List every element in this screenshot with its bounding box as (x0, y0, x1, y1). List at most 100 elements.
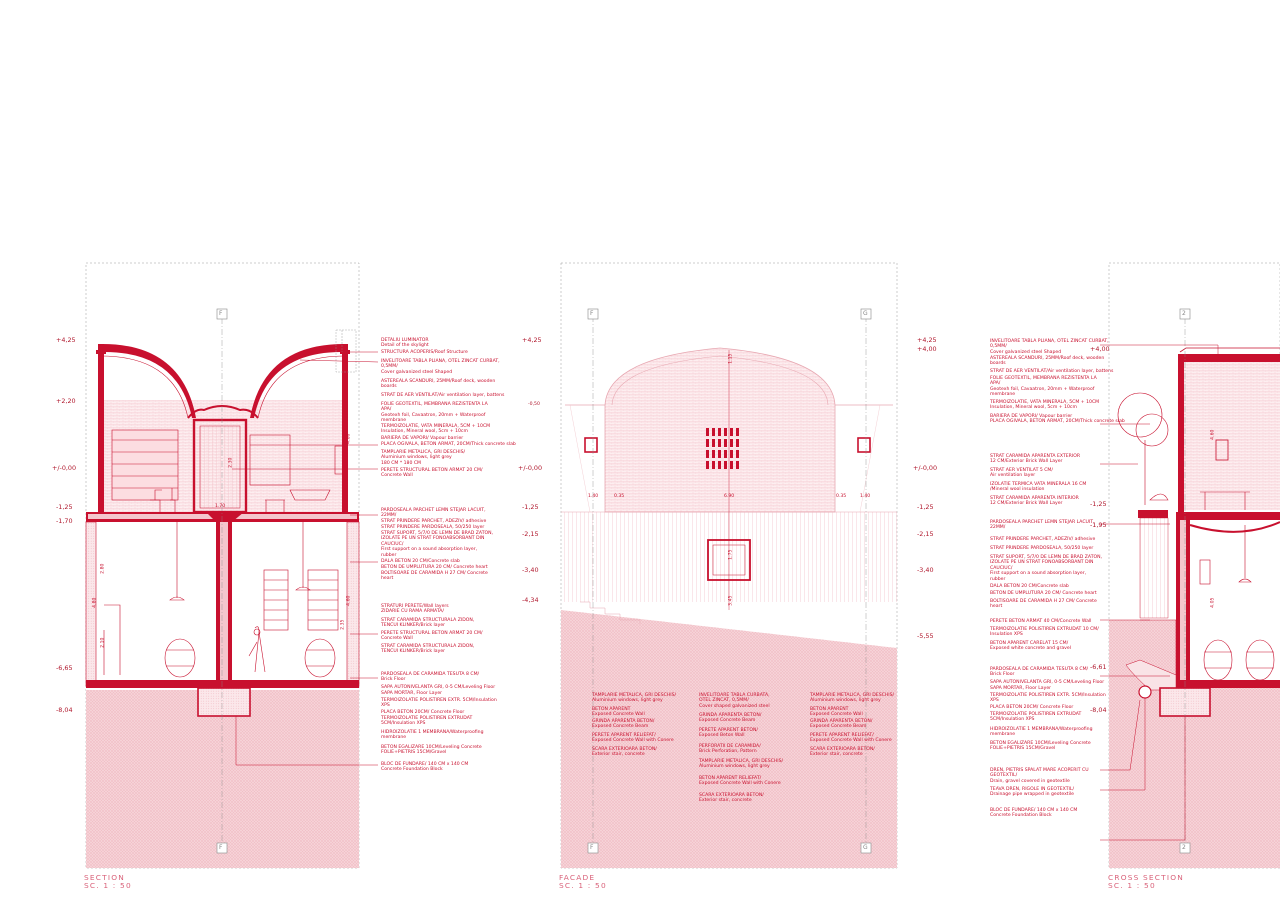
section-note: INVELITOARE TABLA PLIANA, OTEL ZINCAT CU… (381, 359, 500, 375)
facade-note-center: BETON APARENT RELIEFAT/ Exposed Concrete… (699, 776, 781, 787)
facade-grid-label-f-bottom: F (590, 844, 594, 851)
facade-note-right: GRINDA APARENTA BETON/ Exposed Concrete … (810, 719, 873, 730)
section-note: PLACA OGIVALA, BETON ARMAT, 20CM/Thick c… (381, 442, 516, 447)
section-note: SAPA AUTONIVELANTA GRI, 0-5 CM/Leveling … (381, 685, 496, 690)
section-note: STRUCTURA ACOPERIS/Roof Structure (381, 350, 468, 355)
facade-dimension: 3.45 (728, 595, 734, 606)
section-note: BOLTISOARE DE CARAMIDA H 27 CM/ Concrete… (381, 571, 488, 582)
cross-level: -1,25 (1090, 500, 1107, 508)
section-note: BETON EGALIZARE 10CM/Leveling Concrete F… (381, 745, 482, 756)
section-right-vault (250, 343, 346, 418)
section-caption-scale: SC. 1 : 50 (84, 881, 132, 890)
facade-note-center: PERETE APARENT BETON/ Exposed Beton Wall (699, 728, 758, 739)
facade-level-right: -2,15 (917, 530, 934, 538)
cross-level: -8,04 (1090, 706, 1107, 714)
facade-note-left: BETON APARENT Exposed Concrete Wall (592, 707, 645, 718)
cross-grid-label-top: 2 (1182, 310, 1186, 317)
cross-note: TERMOIZOLATIE POLISTIREN EXTRUDAT 5CM/In… (990, 712, 1082, 723)
facade-note-left: TAMPLARIE METALICA, GRI DESCHIS/ Alumini… (592, 693, 677, 704)
section-dimension: 4.60 (346, 595, 352, 606)
facade-caption-title: FACADE (559, 873, 596, 882)
section-note: STRAT CARAMIDA STRUCTURALA ZIDON, TENCUI… (381, 618, 475, 629)
facade-dimension: 0.35 (836, 494, 847, 499)
facade-grid-label-f-top: F (590, 310, 594, 317)
section-level: +4,25 (56, 336, 76, 344)
facade-level-right: +/-0,00 (913, 464, 938, 472)
section-note: HIDROIZOLATIE 1 MEMBRANA/Waterproofing m… (381, 730, 484, 741)
facade-dimension: 1.40 (588, 494, 599, 499)
cross-note: STRAT AER VENTILAT 5 CM/ Air ventilation… (990, 468, 1053, 479)
facade-note-center: INVELITOARE TABLA CURBATA, OTEL ZINCAT, … (699, 693, 770, 709)
facade-level-left: +4,25 (522, 336, 542, 344)
facade-level-right: -5,55 (917, 632, 934, 640)
facade-grid-label-g-bottom: G (863, 844, 868, 851)
cross-note: BARIERA DE VAPORI/ Vapour barrier PLACA … (990, 414, 1125, 425)
section-note: ASTEREALA SCANDURI, 25MM/Roof deck, wood… (381, 379, 496, 390)
facade-level-left: -0,50 (528, 402, 540, 407)
section-dimension: 4.60 (346, 433, 352, 444)
cross-dimension: 4.60 (1210, 429, 1216, 440)
section-note: TERMOIZOLATIE POLISTIREN EXTRUDAT 5CM/In… (381, 716, 473, 727)
cross-note: DALA BETON 20 CM/Concrete slab (990, 584, 1069, 589)
facade-level-right: -1,25 (917, 503, 934, 511)
facade-level-left: -2,15 (522, 530, 539, 538)
section-grid-label-top: F (219, 310, 223, 317)
cross-note: INVELITOARE TABLA PLIANA, OTEL ZINCAT CU… (990, 339, 1109, 355)
facade-level-right: -3,40 (917, 566, 934, 574)
section-dimension: 2.10 (100, 637, 106, 648)
section-dimension: 1.05 (100, 387, 106, 398)
facade-dimension: 0.35 (614, 494, 625, 499)
cross-note: BETON APARENT CARELAT 15 CM/ Exposed whi… (990, 641, 1071, 652)
section-left-vault (100, 343, 196, 418)
section-dimension: 4.80 (92, 597, 98, 608)
facade-level-left: +/-0,00 (518, 464, 543, 472)
section-level: -1,25 (56, 503, 73, 511)
cross-drainage-gravel (1125, 659, 1177, 691)
section-drawing (85, 262, 379, 869)
section-note: DETALIU LUMINATOR Detail of the skylight (381, 338, 429, 349)
facade-note-right: SCARA EXTERIOARA BETON/ Exterior stair, … (810, 747, 875, 758)
facade-level-right: +4,25 (917, 336, 937, 344)
section-note: STRAT PRINDERE PARCHET, ADEZIV/ adhesive (381, 519, 487, 524)
section-level: -1,70 (56, 517, 73, 525)
cross-note: BOLTISOARE DE CARAMIDA H 27 CM/ Concrete… (990, 599, 1097, 610)
cross-note: STRAT CARAMIDA APARENTA INTERIOR 12 CM/E… (990, 496, 1079, 507)
section-note: TAMPLARIE METALICA, GRI DESCHIS/ Alumini… (381, 450, 466, 466)
section-level: -8,04 (56, 706, 73, 714)
section-caption-title: SECTION (84, 873, 125, 882)
section-level: +/-0,00 (52, 464, 77, 472)
cross-note: STRAT SUPORT, 5/7/0 DE LEMN DE BRAD ZATO… (990, 555, 1103, 582)
cross-note: IZOLATIE TERMICA VATA MINERALA 16 CM /Mi… (990, 482, 1087, 493)
cross-level: -1,95 (1090, 521, 1107, 529)
facade-drawing (560, 262, 898, 869)
cross-note: BETON DE UMPLUTURA 20 CM/ Concrete heart (990, 591, 1097, 596)
section-note: STRAT CARAMIDA STRUCTURALA ZIDON, TENCUI… (381, 644, 475, 655)
section-note: PLACA BETON 20CM/ Concrete Floor (381, 710, 465, 715)
facade-grid-label-g-top: G (863, 310, 868, 317)
cross-note: FOLIE GEOTEXTIL, MEMBRANA REZISTENTA LA … (990, 376, 1097, 398)
facade-note-center: GRINDA APARENTA BETON/ Exposed Concrete … (699, 713, 762, 724)
cross-note: STRAT CARAMIDA APARENTA EXTERIOR 12 CM/E… (990, 454, 1081, 465)
facade-note-right: TAMPLARIE METALICA, GRI DESCHIS/ Alumini… (810, 693, 895, 704)
cross-note: PARDOSEALA PARCHET LEMN STEJAR LACUIT, 2… (990, 520, 1095, 531)
facade-note-center: SCARA EXTERIOARA BETON/ Exterior stair, … (699, 793, 764, 804)
cross-note: TERMOIZOLATIE POLISTIREN EXTRUDAT 10 CM/… (990, 627, 1099, 638)
facade-note-left: PERETE APARENT RELIEFAT/ Exposed Concret… (592, 733, 674, 744)
cross-note: PLACA BETON 20CM/ Concrete Floor (990, 705, 1074, 710)
facade-dimension: 1.75 (728, 549, 734, 560)
cross-drain-pipe (1138, 685, 1152, 699)
cross-note: ASTEREALA SCANDURI, 25MM/Roof deck, wood… (990, 356, 1105, 367)
facade-dimension: 1.15 (728, 353, 734, 364)
section-grid-label-bottom: F (219, 844, 223, 851)
cross-grid-label-bottom: 2 (1182, 844, 1186, 851)
cross-note: STRAT DE AER VENTILAT/Air ventilation la… (990, 369, 1114, 374)
facade-dimension: 6.90 (724, 494, 735, 499)
cross-note: SAPA MORTAR, Floor Layer (990, 686, 1052, 691)
section-dimension: 2.35 (340, 619, 346, 630)
facade-note-center: TAMPLARIE METALICA, GRI DESCHIS/ Alumini… (699, 759, 784, 770)
cross-note: TERMOIZOLATIE, VATA MINERALA, 5CM + 10CM… (990, 400, 1100, 411)
cross-caption-scale: SC. 1 : 50 (1108, 881, 1156, 890)
facade-dimension: 1.40 (860, 494, 871, 499)
section-note: SAPA MORTAR, Floor Layer (381, 691, 443, 696)
section-note: STRAT PRINDERE PARDOSEALA, 50/250 layer (381, 525, 485, 530)
